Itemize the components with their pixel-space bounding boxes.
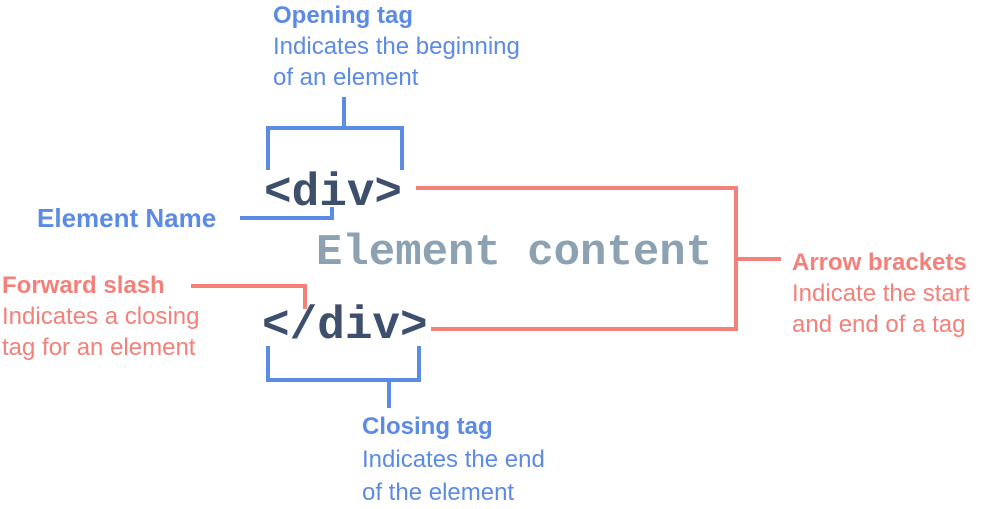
closing-tag-code: </div> [262,300,428,352]
closing-tag-bracket [266,346,421,382]
opening-tag-desc-line1: Indicates the beginning [273,33,520,60]
closing-tag-description: Closing tag Indicates the end of the ele… [362,410,545,509]
arrow-brackets-line-bottom [431,327,738,331]
forward-slash-desc-line1: Indicates a closing [2,303,200,330]
arrow-brackets-line-right [734,186,738,331]
forward-slash-connector-line [191,284,307,309]
opening-tag-description: Opening tag Indicates the beginning of a… [273,0,520,93]
opening-tag-desc-line2: of an element [273,64,419,91]
arrow-brackets-title: Arrow brackets [792,249,967,276]
forward-slash-desc-line2: tag for an element [2,334,196,361]
element-content-code: Element content [316,228,713,278]
forward-slash-description: Forward slash Indicates a closing tag fo… [2,270,199,363]
closing-tag-desc-line2: of the element [362,479,515,506]
closing-tag-title: Closing tag [362,413,493,440]
opening-tag-bracket [266,126,404,170]
arrow-brackets-line-top [416,186,738,190]
element-name-label: Element Name [37,203,217,233]
closing-tag-stem-line [387,382,391,408]
arrow-brackets-desc-line2: and end of a tag [792,311,966,338]
opening-tag-title: Opening tag [273,2,413,29]
arrow-brackets-tick-line [738,257,781,261]
opening-tag-stem-line [342,97,346,128]
forward-slash-title: Forward slash [2,272,165,299]
arrow-brackets-desc-line1: Indicate the start [792,280,970,307]
arrow-brackets-description: Arrow brackets Indicate the start and en… [792,247,969,340]
element-name-connector-line [240,207,334,220]
closing-tag-desc-line1: Indicates the end [362,446,545,473]
